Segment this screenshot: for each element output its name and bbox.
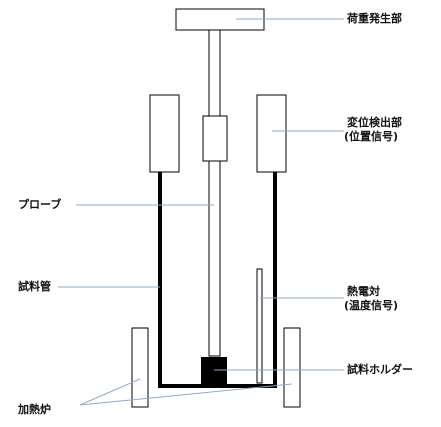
- sample-holder: [201, 357, 227, 385]
- furnace-left: [131, 327, 149, 408]
- leader-furnace-right: [79, 383, 293, 406]
- furnace-right: [283, 327, 301, 408]
- sample-tube: [158, 172, 277, 388]
- label-thermocouple-signal: (温度信号): [344, 299, 399, 312]
- displacement-coil-left: [149, 94, 180, 173]
- label-probe: プローブ: [18, 198, 62, 211]
- thermocouple: [256, 268, 263, 384]
- label-sample-tube: 試料管: [18, 280, 51, 293]
- label-load-generator: 荷重発生部: [347, 12, 402, 25]
- label-furnace: 加熱炉: [18, 403, 51, 416]
- probe-rod: [208, 29, 221, 357]
- displacement-core: [202, 115, 228, 162]
- label-thermocouple: 熱電対: [347, 285, 380, 298]
- leader-furnace-left: [79, 378, 141, 406]
- displacement-coil-right: [256, 94, 287, 173]
- label-displacement-detector-signal: (位置信号): [344, 130, 399, 143]
- label-sample-holder: 試料ホルダー: [347, 363, 413, 376]
- label-displacement-detector: 変位検出部: [347, 116, 402, 129]
